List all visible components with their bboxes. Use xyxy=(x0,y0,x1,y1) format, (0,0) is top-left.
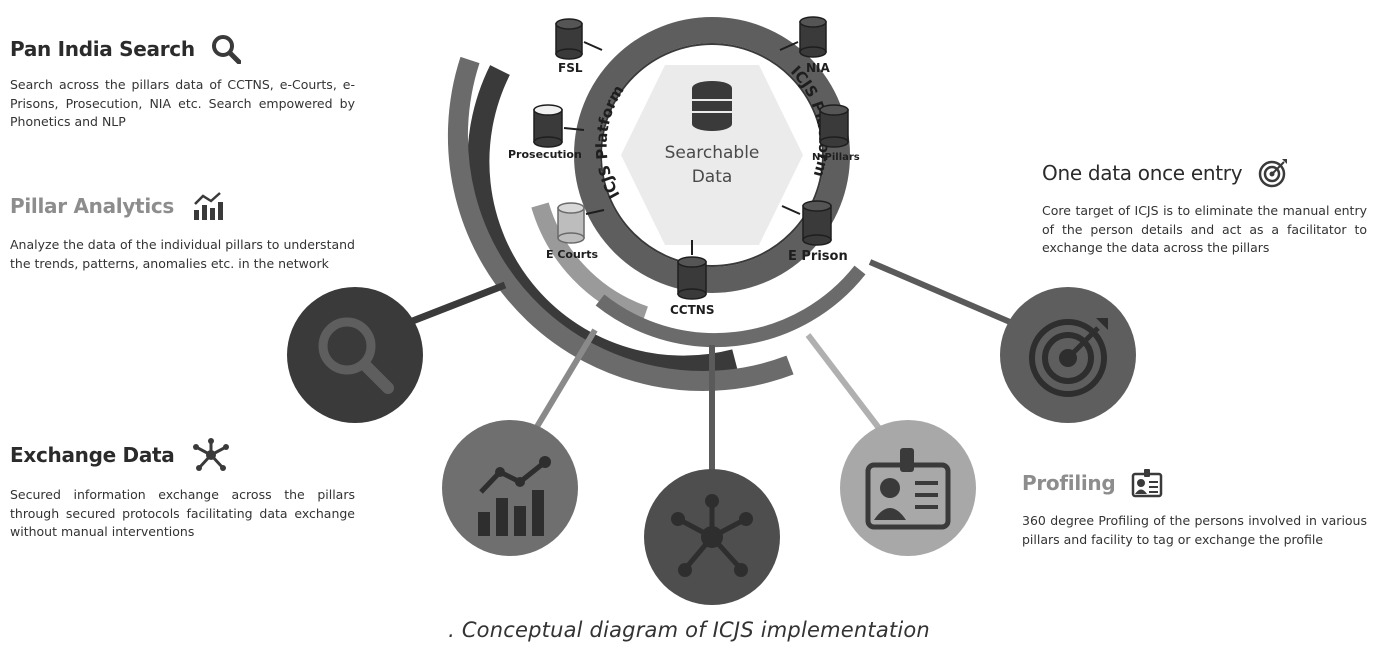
feature-description: Core target of ICJS is to eliminate the … xyxy=(1042,203,1367,255)
connector-profile xyxy=(805,333,891,442)
pillar-nia: NIA xyxy=(779,16,831,75)
network-hub-icon xyxy=(192,438,229,471)
target-circle xyxy=(1000,287,1136,423)
feature-description: Secured information exchange across the … xyxy=(10,487,355,539)
hub-ring-inner xyxy=(600,43,824,267)
target-icon xyxy=(1259,159,1288,188)
svg-text:E Prison: E Prison xyxy=(788,249,848,264)
pillar-e-prison: E Prison xyxy=(781,200,848,264)
hub-center-line2: Data xyxy=(692,167,733,187)
pillar-n-pillars: N-Pillars xyxy=(812,104,860,163)
feature-title: Profiling xyxy=(1022,471,1116,495)
svg-text:E Courts: E Courts xyxy=(546,248,598,261)
analytics-circle xyxy=(442,420,578,556)
id-badge-icon xyxy=(1132,469,1163,498)
search-circle xyxy=(287,287,423,423)
svg-text:N-Pillars: N-Pillars xyxy=(812,152,860,163)
exchange-circle xyxy=(644,469,780,605)
feature-title: Pan India Search xyxy=(10,37,195,61)
hub-hexagon xyxy=(621,65,803,245)
feature-title: Exchange Data xyxy=(10,443,175,467)
svg-text:CCTNS: CCTNS xyxy=(670,303,714,317)
svg-text:Prosecution: Prosecution xyxy=(508,148,582,161)
search-icon xyxy=(211,35,241,64)
figure-caption: . Conceptual diagram of ICJS implementat… xyxy=(448,618,930,642)
outer-arc-light xyxy=(531,202,649,324)
pillar-fsl: FSL xyxy=(555,18,603,75)
connector-target xyxy=(868,259,1012,325)
feature-title: One data once entry xyxy=(1042,161,1243,185)
database-icon xyxy=(692,81,732,131)
hub-center-line1: Searchable xyxy=(665,143,760,163)
profile-circle xyxy=(840,420,976,556)
feature-profiling: Profiling 360 degree Profiling of the pe… xyxy=(1022,468,1367,549)
analytics-chart-icon xyxy=(194,192,224,220)
inner-arc-band xyxy=(595,265,866,348)
pillar-cctns: CCTNS xyxy=(670,240,714,317)
outer-arc-mid xyxy=(447,56,794,391)
feature-title: Pillar Analytics xyxy=(10,194,175,218)
pillar-e-courts: E Courts xyxy=(546,202,605,261)
feature-pan-india-search: Pan India Search Search across the pilla… xyxy=(10,34,355,132)
feature-description: Search across the pillars data of CCTNS,… xyxy=(10,77,355,129)
feature-exchange-data: Exchange Data Secured information exchan… xyxy=(10,438,355,542)
connector-search xyxy=(408,281,507,326)
svg-text:FSL: FSL xyxy=(558,61,583,75)
feature-one-data-once-entry: One data once entry Core target of ICJS … xyxy=(1042,158,1367,258)
feature-description: Analyze the data of the individual pilla… xyxy=(10,237,355,271)
svg-text:NIA: NIA xyxy=(806,61,831,75)
feature-pillar-analytics: Pillar Analytics Analyze the data of the… xyxy=(10,190,355,273)
feature-description: 360 degree Profiling of the persons invo… xyxy=(1022,513,1367,547)
pillar-prosecution: Prosecution xyxy=(508,104,585,161)
